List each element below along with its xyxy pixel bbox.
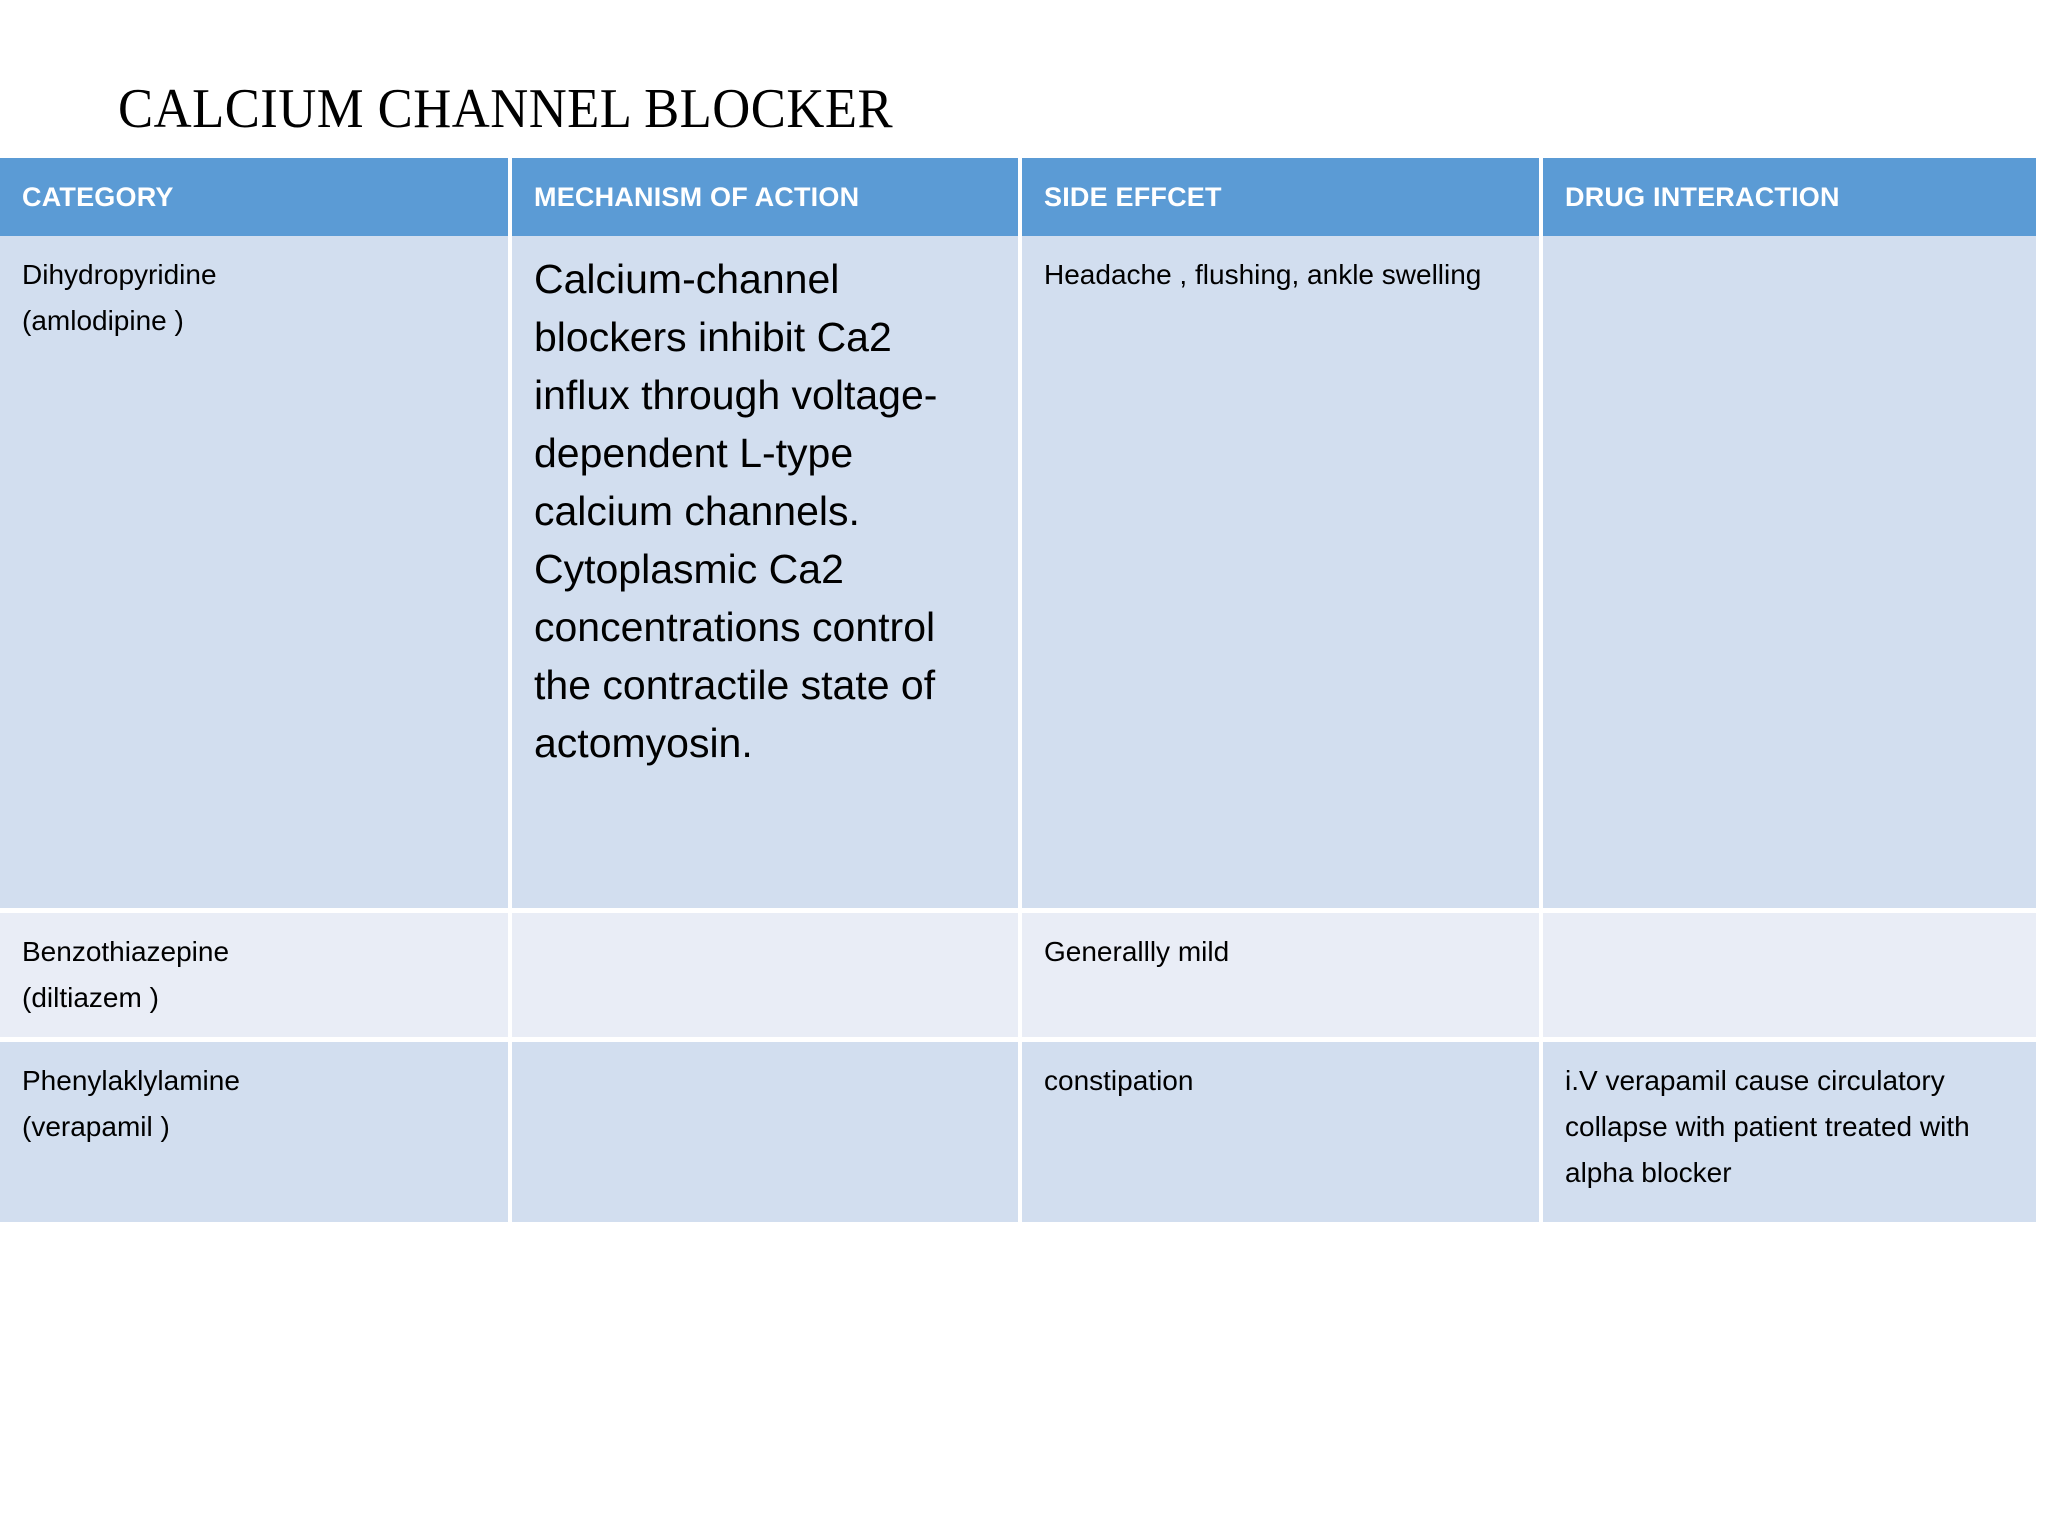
category-name: Phenylaklylamine [22,1065,240,1096]
cell-drug-interaction-phenylaklylamine: i.V verapamil cause circulatory collapse… [1543,1042,2036,1222]
table-header-row: CATEGORY MECHANISM OF ACTION SIDE EFFCET… [0,158,2036,236]
category-drug: (verapamil ) [22,1111,170,1142]
category-name: Dihydropyridine [22,259,217,290]
category-drug: (diltiazem ) [22,982,159,1013]
cell-side-effect-phenylaklylamine: constipation [1022,1042,1543,1222]
cell-mechanism-phenylaklylamine [512,1042,1022,1222]
table-body: Dihydropyridine (amlodipine ) Calcium-ch… [0,236,2036,1222]
page-title: CALCIUM CHANNEL BLOCKER [118,78,894,140]
column-header-side-effect: SIDE EFFCET [1022,158,1543,236]
cell-category-benzothiazepine: Benzothiazepine (diltiazem ) [0,913,512,1042]
cell-mechanism-benzothiazepine [512,913,1022,1042]
cell-category-phenylaklylamine: Phenylaklylamine (verapamil ) [0,1042,512,1222]
cell-drug-interaction-benzothiazepine [1543,913,2036,1042]
category-name: Benzothiazepine [22,936,230,967]
cell-side-effect-dihydropyridine: Headache , flushing, ankle swelling [1022,236,1543,913]
cell-drug-interaction-dihydropyridine [1543,236,2036,913]
table-row: Dihydropyridine (amlodipine ) Calcium-ch… [0,236,2036,913]
calcium-channel-blocker-table: CATEGORY MECHANISM OF ACTION SIDE EFFCET… [0,158,2036,1222]
table-header: CATEGORY MECHANISM OF ACTION SIDE EFFCET… [0,158,2036,236]
column-header-mechanism: MECHANISM OF ACTION [512,158,1022,236]
category-drug: (amlodipine ) [22,305,184,336]
cell-mechanism-dihydropyridine: Calcium-channel blockers inhibit Ca2 inf… [512,236,1022,913]
cell-side-effect-benzothiazepine: Generallly mild [1022,913,1543,1042]
table-row: Benzothiazepine (diltiazem ) Generallly … [0,913,2036,1042]
cell-category-dihydropyridine: Dihydropyridine (amlodipine ) [0,236,512,913]
column-header-category: CATEGORY [0,158,512,236]
table-row: Phenylaklylamine (verapamil ) constipati… [0,1042,2036,1222]
column-header-drug-interaction: DRUG INTERACTION [1543,158,2036,236]
calcium-channel-blocker-table-container: CATEGORY MECHANISM OF ACTION SIDE EFFCET… [0,158,2036,1222]
